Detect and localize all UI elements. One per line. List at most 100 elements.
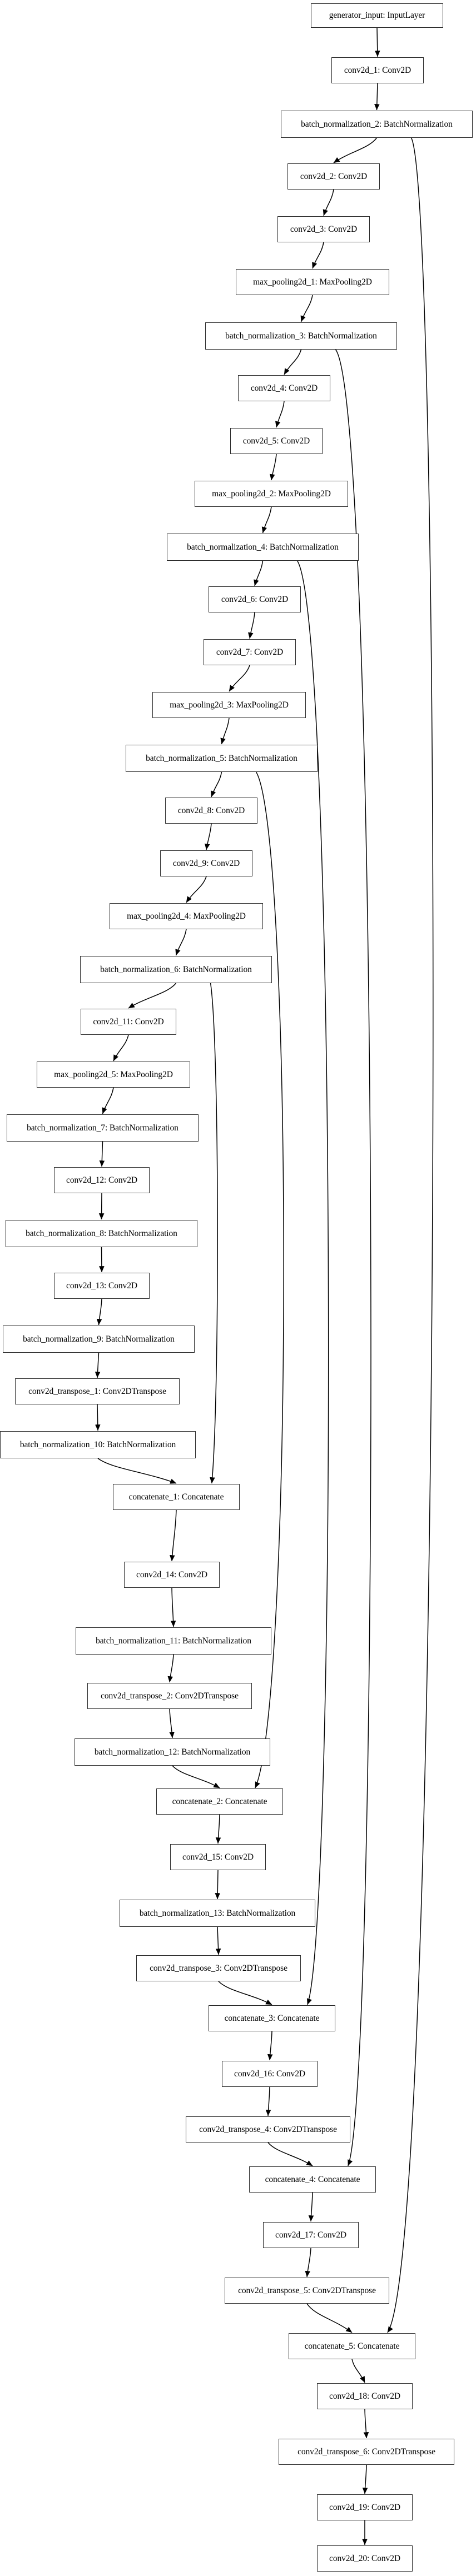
node-label: max_pooling2d_4: MaxPooling2D [127, 911, 246, 921]
graph-node-batch_normalization_13[interactable]: batch_normalization_13: BatchNormalizati… [120, 1900, 315, 1927]
graph-node-conv2d_6[interactable]: conv2d_6: Conv2D [209, 586, 301, 612]
edge-conv2d_16-to-conv2d_transpose_4 [265, 2086, 271, 2116]
node-label: batch_normalization_5: BatchNormalizatio… [146, 753, 298, 763]
graph-node-conv2d_20[interactable]: conv2d_20: Conv2D [317, 2545, 413, 2572]
graph-node-batch_normalization_10[interactable]: batch_normalization_10: BatchNormalizati… [0, 1431, 196, 1458]
node-label: conv2d_7: Conv2D [216, 647, 284, 657]
graph-node-conv2d_transpose_6[interactable]: conv2d_transpose_6: Conv2DTranspose [279, 2439, 454, 2465]
edge-max_pooling2d_1-to-batch_normalization_3 [300, 295, 313, 322]
edge-max_pooling2d_3-to-batch_normalization_5 [220, 718, 230, 745]
edge-batch_normalization_5-to-conv2d_8 [211, 771, 222, 798]
graph-node-batch_normalization_9[interactable]: batch_normalization_9: BatchNormalizatio… [3, 1326, 195, 1353]
node-label: concatenate_2: Concatenate [172, 1796, 267, 1806]
edge-conv2d_2-to-conv2d_3 [323, 189, 334, 216]
edge-batch_normalization_4-to-concatenate_3 [296, 560, 329, 2005]
node-label: conv2d_5: Conv2D [242, 436, 310, 446]
graph-node-conv2d_5[interactable]: conv2d_5: Conv2D [230, 428, 323, 454]
edge-conv2d_17-to-conv2d_transpose_5 [305, 2248, 311, 2278]
graph-node-conv2d_17[interactable]: conv2d_17: Conv2D [263, 2222, 359, 2248]
edge-conv2d_9-to-max_pooling2d_4 [186, 876, 207, 903]
graph-node-batch_normalization_3[interactable]: batch_normalization_3: BatchNormalizatio… [205, 322, 397, 350]
edge-conv2d_transpose_6-to-conv2d_19 [362, 2464, 368, 2494]
graph-node-conv2d_11[interactable]: conv2d_11: Conv2D [81, 1009, 176, 1035]
graph-node-conv2d_3[interactable]: conv2d_3: Conv2D [277, 216, 370, 242]
node-label: conv2d_13: Conv2D [66, 1280, 137, 1291]
graph-node-conv2d_transpose_1[interactable]: conv2d_transpose_1: Conv2DTranspose [15, 1378, 180, 1404]
graph-node-conv2d_7[interactable]: conv2d_7: Conv2D [204, 639, 296, 665]
node-label: batch_normalization_7: BatchNormalizatio… [27, 1123, 178, 1133]
edge-conv2d_14-to-batch_normalization_11 [170, 1587, 176, 1627]
node-label: conv2d_transpose_5: Conv2DTranspose [238, 2285, 376, 2295]
graph-node-conv2d_2[interactable]: conv2d_2: Conv2D [287, 163, 380, 190]
edge-conv2d_1-to-batch_normalization_2 [374, 83, 380, 111]
graph-node-conv2d_13[interactable]: conv2d_13: Conv2D [54, 1273, 150, 1299]
graph-node-generator_input[interactable]: generator_input: InputLayer [311, 3, 443, 28]
graph-node-max_pooling2d_3[interactable]: max_pooling2d_3: MaxPooling2D [152, 692, 306, 718]
graph-node-conv2d_15[interactable]: conv2d_15: Conv2D [170, 1844, 266, 1870]
graph-node-conv2d_19[interactable]: conv2d_19: Conv2D [317, 2494, 413, 2520]
node-label: conv2d_20: Conv2D [329, 2553, 400, 2563]
graph-node-conv2d_18[interactable]: conv2d_18: Conv2D [317, 2383, 413, 2409]
edge-conv2d_8-to-conv2d_9 [204, 823, 212, 850]
graph-node-conv2d_16[interactable]: conv2d_16: Conv2D [222, 2061, 318, 2087]
graph-node-batch_normalization_5[interactable]: batch_normalization_5: BatchNormalizatio… [126, 745, 318, 772]
node-label: conv2d_8: Conv2D [177, 805, 245, 815]
graph-node-concatenate_1[interactable]: concatenate_1: Concatenate [113, 1484, 240, 1510]
graph-node-concatenate_4[interactable]: concatenate_4: Concatenate [249, 2166, 376, 2193]
graph-node-concatenate_2[interactable]: concatenate_2: Concatenate [156, 1788, 283, 1815]
edge-batch_normalization_13-to-conv2d_transpose_3 [215, 1926, 221, 1955]
node-label: generator_input: InputLayer [329, 11, 425, 21]
edge-conv2d_7-to-max_pooling2d_3 [229, 665, 250, 692]
edge-generator_input-to-conv2d_1 [374, 27, 380, 57]
node-label: concatenate_3: Concatenate [224, 2013, 320, 2023]
graph-node-max_pooling2d_4[interactable]: max_pooling2d_4: MaxPooling2D [110, 903, 263, 929]
graph-node-conv2d_transpose_5[interactable]: conv2d_transpose_5: Conv2DTranspose [225, 2278, 389, 2304]
edge-conv2d_transpose_5-to-concatenate_5 [306, 2303, 353, 2333]
node-label: conv2d_2: Conv2D [300, 171, 368, 181]
graph-node-batch_normalization_2[interactable]: batch_normalization_2: BatchNormalizatio… [281, 111, 473, 138]
edge-concatenate_5-to-conv2d_18 [351, 2359, 365, 2383]
graph-node-conv2d_transpose_2[interactable]: conv2d_transpose_2: Conv2DTranspose [87, 1683, 252, 1709]
graph-node-conv2d_14[interactable]: conv2d_14: Conv2D [124, 1562, 220, 1588]
node-label: max_pooling2d_2: MaxPooling2D [212, 489, 331, 499]
graph-node-batch_normalization_8[interactable]: batch_normalization_8: BatchNormalizatio… [6, 1220, 197, 1247]
edge-conv2d_5-to-max_pooling2d_2 [269, 454, 277, 481]
node-label: batch_normalization_2: BatchNormalizatio… [301, 119, 453, 129]
graph-node-batch_normalization_11[interactable]: batch_normalization_11: BatchNormalizati… [76, 1627, 271, 1655]
graph-node-max_pooling2d_1[interactable]: max_pooling2d_1: MaxPooling2D [236, 269, 389, 295]
graph-node-batch_normalization_7[interactable]: batch_normalization_7: BatchNormalizatio… [7, 1114, 199, 1142]
graph-node-batch_normalization_12[interactable]: batch_normalization_12: BatchNormalizati… [75, 1738, 270, 1766]
edge-conv2d_4-to-conv2d_5 [275, 401, 285, 428]
node-label: batch_normalization_8: BatchNormalizatio… [26, 1228, 177, 1238]
graph-node-conv2d_12[interactable]: conv2d_12: Conv2D [54, 1167, 150, 1193]
graph-node-max_pooling2d_2[interactable]: max_pooling2d_2: MaxPooling2D [195, 481, 348, 507]
edge-batch_normalization_2-to-conv2d_2 [333, 137, 378, 163]
node-label: conv2d_transpose_4: Conv2DTranspose [199, 2124, 337, 2134]
graph-node-conv2d_transpose_3[interactable]: conv2d_transpose_3: Conv2DTranspose [136, 1955, 301, 1981]
graph-node-batch_normalization_6[interactable]: batch_normalization_6: BatchNormalizatio… [80, 956, 272, 983]
node-label: max_pooling2d_3: MaxPooling2D [170, 700, 289, 710]
node-label: conv2d_16: Conv2D [234, 2069, 305, 2079]
graph-node-conv2d_9[interactable]: conv2d_9: Conv2D [160, 850, 252, 876]
node-label: batch_normalization_6: BatchNormalizatio… [100, 964, 252, 974]
graph-node-conv2d_1[interactable]: conv2d_1: Conv2D [331, 57, 424, 83]
graph-node-conv2d_transpose_4[interactable]: conv2d_transpose_4: Conv2DTranspose [186, 2116, 350, 2142]
edge-conv2d_transpose_2-to-batch_normalization_12 [169, 1708, 175, 1738]
edge-conv2d_11-to-max_pooling2d_5 [113, 1034, 129, 1062]
edge-batch_normalization_6-to-conv2d_11 [128, 983, 177, 1009]
graph-node-concatenate_3[interactable]: concatenate_3: Concatenate [209, 2005, 335, 2031]
graph-node-conv2d_4[interactable]: conv2d_4: Conv2D [238, 375, 330, 401]
node-label: conv2d_1: Conv2D [344, 65, 411, 75]
edge-batch_normalization_9-to-conv2d_transpose_1 [95, 1352, 101, 1378]
node-label: concatenate_4: Concatenate [265, 2174, 360, 2184]
node-label: conv2d_4: Conv2D [250, 383, 318, 393]
edge-batch_normalization_7-to-conv2d_12 [99, 1141, 105, 1167]
graph-node-conv2d_8[interactable]: conv2d_8: Conv2D [165, 798, 257, 824]
graph-node-batch_normalization_4[interactable]: batch_normalization_4: BatchNormalizatio… [167, 534, 359, 561]
edge-max_pooling2d_2-to-batch_normalization_4 [261, 506, 272, 534]
node-label: concatenate_1: Concatenate [128, 1492, 224, 1502]
graph-node-max_pooling2d_5[interactable]: max_pooling2d_5: MaxPooling2D [37, 1062, 190, 1088]
graph-node-concatenate_5[interactable]: concatenate_5: Concatenate [289, 2333, 415, 2359]
edge-conv2d_18-to-conv2d_transpose_6 [363, 2409, 369, 2439]
